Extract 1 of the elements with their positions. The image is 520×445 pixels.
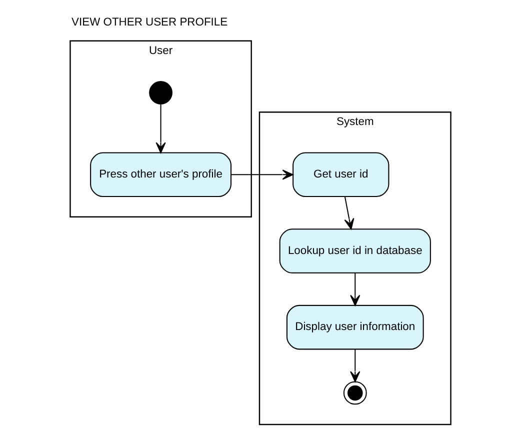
diagram-title: VIEW OTHER USER PROFILE: [71, 16, 228, 28]
